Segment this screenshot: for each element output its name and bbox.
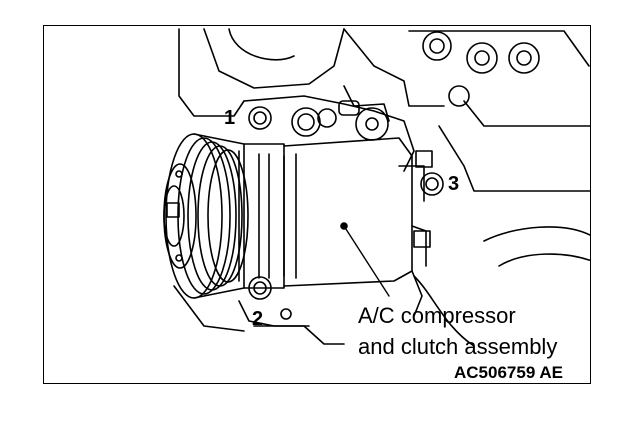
figure-code: AC506759 AE xyxy=(454,364,563,381)
mounting-bracket xyxy=(243,95,415,172)
diagram-frame: 1 2 3 A/C compressor and clutch assembly… xyxy=(43,25,591,384)
figure-code-suffix: AE xyxy=(539,363,563,382)
bolt-3 xyxy=(420,172,444,196)
callout-2-label: 2 xyxy=(252,308,264,330)
figure-code-number: AC506759 xyxy=(454,363,536,382)
compressor-body xyxy=(238,137,433,289)
caption-line-2: and clutch assembly xyxy=(358,334,558,359)
clutch-pulley xyxy=(163,133,249,299)
caption-line-1: A/C compressor xyxy=(358,303,516,328)
bolt-2 xyxy=(248,276,272,300)
lower-mount xyxy=(238,230,431,327)
leader-line xyxy=(343,225,390,297)
compressor-illustration xyxy=(163,28,590,347)
callout-3-label: 3 xyxy=(448,173,460,195)
bolt-1 xyxy=(248,106,272,130)
callout-1-label: 1 xyxy=(224,107,236,129)
leader-dot xyxy=(340,222,348,230)
engine-block-outline xyxy=(173,28,590,347)
